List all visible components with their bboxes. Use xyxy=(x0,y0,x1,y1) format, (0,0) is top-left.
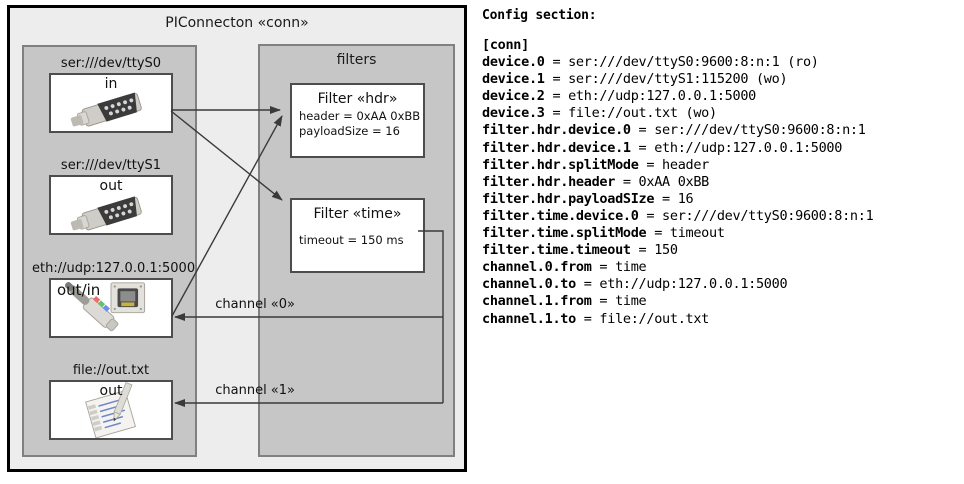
config-line: filter.hdr.splitMode = header xyxy=(482,157,960,174)
config-line-key: channel.1.from xyxy=(482,293,592,310)
serial-db9-icon xyxy=(70,196,142,231)
config-line: channel.1.from = time xyxy=(482,293,960,310)
config-line: device.0 = ser:///dev/ttyS0:9600:8:n:1 (… xyxy=(482,54,960,71)
config-line: channel.0.to = eth://udp:127.0.0.1:5000 xyxy=(482,276,960,293)
config-line-key: filter.hdr.header xyxy=(482,173,616,190)
config-line: device.3 = file://out.txt (wo) xyxy=(482,105,960,122)
config-line: device.2 = eth://udp:127.0.0.1:5000 xyxy=(482,88,960,105)
config-heading: Config section: xyxy=(482,8,597,23)
channel-0-label: channel «0» xyxy=(215,297,295,312)
config-line-key: filter.time.splitMode xyxy=(482,225,647,242)
config-line-value: = header xyxy=(638,156,710,173)
config-line: filter.time.timeout = 150 xyxy=(482,242,960,259)
config-line: filter.hdr.payloadSIze = 16 xyxy=(482,191,960,208)
config-line-key: channel.0.to xyxy=(482,276,576,293)
filter-hdr-attr-payloadsize: payloadSize = 16 xyxy=(299,124,400,138)
filter-time-attr-timeout: timeout = 150 ms xyxy=(299,233,404,247)
config-line: channel.0.from = time xyxy=(482,259,960,276)
config-lines: [conn]device.0 = ser:///dev/ttyS0:9600:8… xyxy=(482,37,960,328)
config-line-value: = 150 xyxy=(630,242,678,259)
config-line-value: = time xyxy=(591,293,647,310)
config-line-key: device.3 xyxy=(482,105,545,122)
config-line-key: device.0 xyxy=(482,54,545,71)
config-line-value: = ser:///dev/ttyS0:9600:8:n:1 xyxy=(638,207,874,224)
devices-panel: ser:///dev/ttyS0 in xyxy=(22,45,197,457)
device-ttys0[interactable]: ser:///dev/ttyS0 in xyxy=(32,55,190,133)
config-line-value: = ser:///dev/ttyS0:9600:8:n:1 (ro) xyxy=(544,54,819,71)
config-line-key: filter.time.timeout xyxy=(482,242,631,259)
config-line-value: = 16 xyxy=(654,190,694,207)
filter-time-title: Filter «time» xyxy=(313,206,402,222)
config-line-key: [conn] xyxy=(482,37,529,53)
device-eth-box[interactable]: out/in xyxy=(49,278,173,338)
config-line: channel.1.to = file://out.txt xyxy=(482,311,960,328)
config-line-key: device.1 xyxy=(482,71,545,88)
serial-db9-icon xyxy=(70,92,142,127)
filter-hdr-box[interactable]: Filter «hdr» header = 0xAA 0xBB payloadS… xyxy=(290,83,425,158)
config-line-value: = ser:///dev/ttyS0:9600:8:n:1 xyxy=(630,122,866,139)
config-line-key: filter.hdr.splitMode xyxy=(482,156,639,173)
device-ttys1[interactable]: ser:///dev/ttyS1 out xyxy=(32,157,190,235)
config-line: filter.time.splitMode = timeout xyxy=(482,225,960,242)
config-line: filter.hdr.header = 0xAA 0xBB xyxy=(482,174,960,191)
filters-panel-title: filters xyxy=(336,52,377,68)
channel-1-label: channel «1» xyxy=(215,383,295,398)
config-line-value: = eth://udp:127.0.0.1:5000 xyxy=(544,88,756,105)
device-ttys1-label: ser:///dev/ttyS1 xyxy=(60,158,162,173)
device-ttys1-box[interactable]: out xyxy=(49,175,173,235)
config-line: filter.hdr.device.0 = ser:///dev/ttyS0:9… xyxy=(482,122,960,139)
config-line-key: channel.1.to xyxy=(482,310,576,327)
filter-hdr-attr-header: header = 0xAA 0xBB xyxy=(299,109,421,123)
notepad-pencil-icon xyxy=(85,382,137,438)
config-line-key: device.2 xyxy=(482,88,545,105)
config-line-key: filter.hdr.device.0 xyxy=(482,122,631,139)
ethernet-rj45-icon xyxy=(64,282,146,332)
config-line-key: filter.time.device.0 xyxy=(482,207,639,224)
device-ttys0-box[interactable]: in xyxy=(49,73,173,133)
config-line: filter.hdr.device.1 = eth://udp:127.0.0.… xyxy=(482,140,960,157)
device-file-box[interactable]: out xyxy=(49,380,173,440)
config-line-value: = 0xAA 0xBB xyxy=(615,173,710,190)
config-line: device.1 = ser:///dev/ttyS1:115200 (wo) xyxy=(482,71,960,88)
config-line: filter.time.device.0 = ser:///dev/ttyS0:… xyxy=(482,208,960,225)
device-ttys0-label: ser:///dev/ttyS0 xyxy=(60,56,162,71)
config-line-key: channel.0.from xyxy=(482,259,592,276)
config-line: [conn] xyxy=(482,37,960,54)
config-line-value: = time xyxy=(591,259,647,276)
connector-diagram: PIConnecton «conn» ser:///dev/ttyS0 in xyxy=(7,5,467,472)
config-line-key: filter.hdr.payloadSIze xyxy=(482,190,655,207)
filter-hdr-title: Filter «hdr» xyxy=(317,91,398,107)
config-line-value: = timeout xyxy=(646,225,725,242)
config-line-key: filter.hdr.device.1 xyxy=(482,139,631,156)
device-file[interactable]: file://out.txt out xyxy=(32,362,190,440)
config-line-value: = eth://udp:127.0.0.1:5000 xyxy=(575,276,788,293)
device-file-label: file://out.txt xyxy=(72,363,150,378)
config-line-value: = file://out.txt xyxy=(575,310,710,327)
device-eth-label: eth://udp:127.0.0.1:5000 xyxy=(32,261,196,276)
filter-time-box[interactable]: Filter «time» timeout = 150 ms xyxy=(290,198,425,273)
config-section: Config section: [conn]device.0 = ser:///… xyxy=(482,8,960,328)
config-line-value: = ser:///dev/ttyS1:115200 (wo) xyxy=(544,71,788,88)
config-line-value: = eth://udp:127.0.0.1:5000 xyxy=(630,139,843,156)
diagram-title: PIConnecton «conn» xyxy=(165,15,309,31)
config-line-value: = file://out.txt (wo) xyxy=(544,105,717,122)
